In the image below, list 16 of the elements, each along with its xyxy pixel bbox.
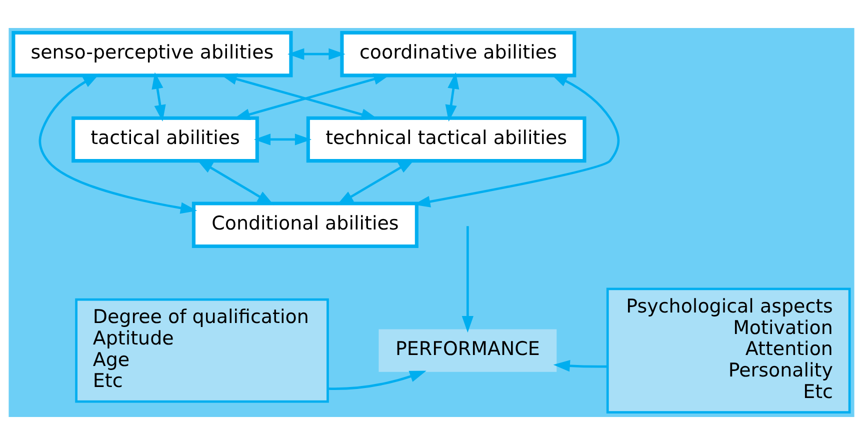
node-box: senso-perceptive abilities bbox=[12, 30, 293, 77]
arrow bbox=[328, 370, 426, 390]
arrow bbox=[152, 72, 166, 122]
arrow bbox=[288, 48, 346, 60]
node-box: Psychological aspects Motivation Attention Personality Etc bbox=[606, 287, 851, 413]
arrow bbox=[462, 226, 474, 332]
arrow bbox=[445, 72, 460, 122]
node-box: Degree of qualification Aptitude Age Etc bbox=[75, 298, 329, 402]
node-box: tactical abilities bbox=[72, 116, 259, 162]
arrow bbox=[553, 360, 608, 372]
node-box: technical tactical abilities bbox=[306, 116, 586, 162]
node-box: PERFORMANCE bbox=[378, 328, 557, 372]
arrow bbox=[254, 133, 312, 145]
arrow bbox=[38, 73, 198, 214]
node-box: coordinative abilities bbox=[340, 30, 576, 77]
node-box: Conditional abilities bbox=[192, 201, 418, 248]
